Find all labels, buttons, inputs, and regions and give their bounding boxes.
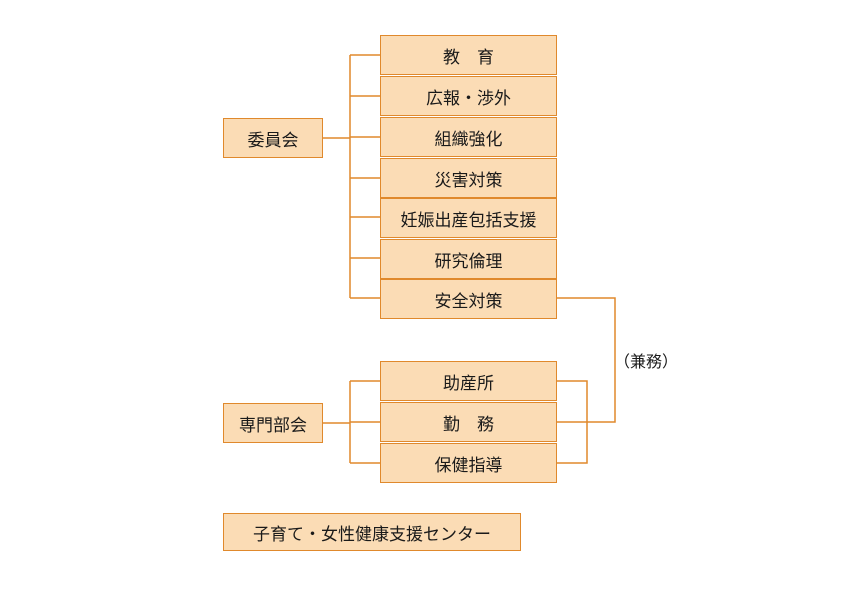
committee-item-organization: 組織強化 xyxy=(380,117,557,157)
committee-item-label: 妊娠出産包括支援 xyxy=(400,210,537,231)
committee-item-label: 組織強化 xyxy=(434,129,503,150)
department-item-employment: 勤 務 xyxy=(380,402,557,442)
committee-item-disaster: 災害対策 xyxy=(380,158,557,198)
department-box: 専門部会 xyxy=(223,403,323,443)
committee-label: 委員会 xyxy=(247,130,299,151)
committee-connector xyxy=(323,54,380,299)
concurrent-connector xyxy=(557,297,616,464)
committee-box: 委員会 xyxy=(223,118,323,158)
center-box: 子育て・女性健康支援センター xyxy=(223,513,521,551)
department-label: 専門部会 xyxy=(239,415,307,436)
department-connector xyxy=(323,380,380,464)
department-item-label: 勤 務 xyxy=(443,414,494,435)
committee-item-label: 広報・渉外 xyxy=(426,88,511,109)
department-item-label: 保健指導 xyxy=(434,455,503,476)
committee-item-label: 安全対策 xyxy=(434,291,503,312)
committee-item-label: 教 育 xyxy=(443,47,494,68)
committee-item-education: 教 育 xyxy=(380,35,557,75)
committee-item-pregnancy-support: 妊娠出産包括支援 xyxy=(380,198,557,238)
department-item-midwifery-clinic: 助産所 xyxy=(380,361,557,401)
department-item-health-guidance: 保健指導 xyxy=(380,443,557,483)
committee-item-label: 研究倫理 xyxy=(434,251,503,272)
center-label: 子育て・女性健康支援センター xyxy=(253,524,491,545)
concurrent-note: （兼務） xyxy=(614,352,679,371)
committee-item-safety: 安全対策 xyxy=(380,279,557,319)
committee-item-research-ethics: 研究倫理 xyxy=(380,239,557,279)
department-item-label: 助産所 xyxy=(443,373,494,394)
committee-item-label: 災害対策 xyxy=(434,170,503,191)
committee-item-pr: 広報・渉外 xyxy=(380,76,557,116)
